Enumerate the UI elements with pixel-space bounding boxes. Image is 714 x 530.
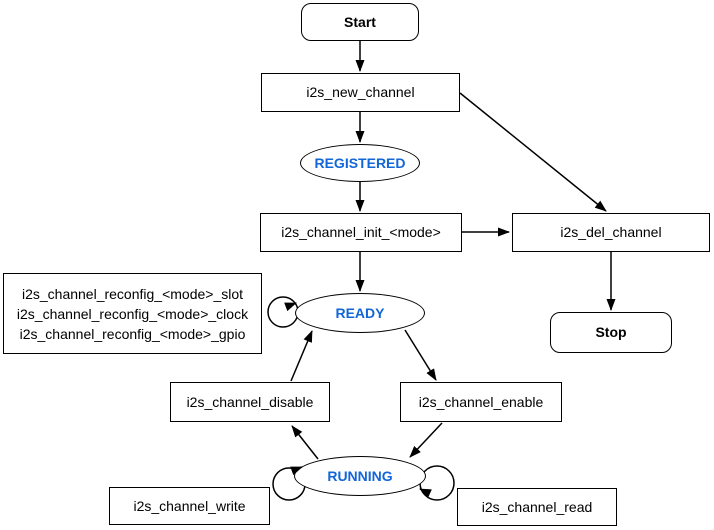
i2s-channel-init-node: i2s_channel_init_<mode> (260, 213, 462, 252)
registered-state: REGISTERED (300, 144, 420, 182)
reconfig-gpio-label: i2s_channel_reconfig_<mode>_gpio (19, 325, 246, 342)
self-loop-ready (267, 296, 299, 328)
stop-node: Stop (550, 312, 672, 353)
i2s-channel-enable-node: i2s_channel_enable (400, 382, 562, 422)
i2s-channel-read-node: i2s_channel_read (457, 488, 617, 526)
i2s-new-channel-node: i2s_new_channel (261, 73, 460, 112)
i2s-channel-reconfig-node: i2s_channel_reconfig_<mode>_slot i2s_cha… (3, 273, 262, 354)
running-state: RUNNING (294, 456, 426, 496)
reconfig-clock-label: i2s_channel_reconfig_<mode>_clock (16, 305, 249, 322)
ready-state: READY (295, 293, 425, 333)
start-node: Start (301, 3, 419, 41)
self-loop-running-right (419, 465, 455, 501)
i2s-del-channel-node: i2s_del_channel (512, 213, 710, 252)
i2s-channel-write-node: i2s_channel_write (109, 487, 270, 525)
reconfig-slot-label: i2s_channel_reconfig_<mode>_slot (21, 285, 244, 302)
i2s-channel-disable-node: i2s_channel_disable (170, 382, 330, 422)
